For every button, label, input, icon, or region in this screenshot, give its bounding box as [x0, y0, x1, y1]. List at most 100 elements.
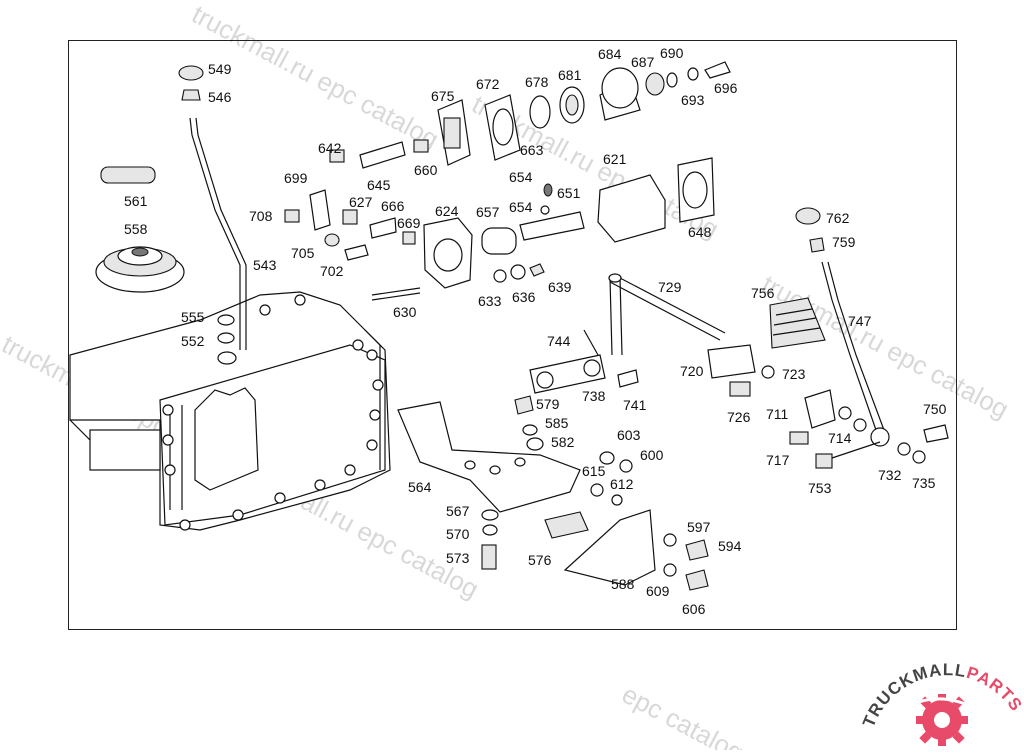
callout-729: 729: [658, 279, 682, 295]
dipstick-543: [178, 65, 247, 365]
callout-756: 756: [751, 285, 775, 301]
callout-573: 573: [446, 550, 470, 566]
callout-579: 579: [536, 396, 560, 412]
callout-750: 750: [923, 401, 947, 417]
housing-bolt: [352, 339, 364, 351]
part-756: [769, 297, 826, 349]
callout-558: 558: [124, 221, 148, 237]
housing-bolt: [366, 349, 378, 361]
callout-669: 669: [397, 215, 421, 231]
callout-585: 585: [545, 415, 569, 431]
callout-651: 651: [557, 185, 581, 201]
callout-594: 594: [718, 538, 742, 554]
callout-747: 747: [848, 313, 872, 329]
housing-bolt: [366, 439, 378, 451]
callout-699: 699: [284, 170, 308, 186]
callout-648: 648: [688, 224, 712, 240]
callout-588: 588: [611, 576, 635, 592]
callout-630: 630: [393, 304, 417, 320]
callout-711: 711: [766, 406, 789, 422]
callout-642: 642: [318, 140, 342, 156]
callout-720: 720: [680, 363, 704, 379]
housing-bolt: [162, 404, 174, 416]
callout-717: 717: [766, 452, 790, 468]
callout-714: 714: [828, 430, 852, 446]
callout-582: 582: [551, 434, 575, 450]
callout-684: 684: [598, 46, 622, 62]
callout-654: 654: [509, 199, 533, 215]
callout-675: 675: [431, 88, 455, 104]
callout-702: 702: [320, 263, 344, 279]
callout-570: 570: [446, 526, 470, 542]
callout-708: 708: [249, 208, 273, 224]
callout-660: 660: [414, 162, 438, 178]
callout-546: 546: [208, 89, 232, 105]
gearbox-housing: [69, 291, 391, 531]
callout-654: 654: [509, 169, 533, 185]
truckmall-logo: TRUCKMALLPARTS: [859, 660, 1024, 746]
callout-600: 600: [640, 447, 664, 463]
callout-738: 738: [582, 388, 606, 404]
callout-705: 705: [291, 245, 315, 261]
callout-657: 657: [476, 204, 500, 220]
callout-597: 597: [687, 519, 711, 535]
callout-606: 606: [682, 601, 706, 617]
callout-678: 678: [525, 74, 549, 90]
callout-666: 666: [381, 198, 405, 214]
diagram-frame: [68, 40, 957, 630]
callout-696: 696: [714, 80, 738, 96]
housing-bolt: [369, 409, 381, 421]
shift-lever-747: [789, 207, 949, 469]
callout-labels: 549 546 561 558 543 555 552 708 705 702 …: [124, 45, 947, 617]
housing-bolt: [259, 304, 271, 316]
callout-612: 612: [610, 476, 634, 492]
callout-672: 672: [476, 76, 500, 92]
callout-753: 753: [808, 480, 832, 496]
callout-624: 624: [435, 203, 459, 219]
callout-627: 627: [349, 194, 373, 210]
housing-bolt: [314, 479, 326, 491]
housing-bolt: [294, 294, 306, 306]
callout-690: 690: [660, 45, 684, 61]
callout-561: 561: [124, 193, 148, 209]
callout-633: 633: [478, 293, 502, 309]
callout-552: 552: [181, 333, 205, 349]
callout-555: 555: [181, 309, 205, 325]
callout-636: 636: [512, 289, 536, 305]
watermark-text: epc catalog: [617, 679, 749, 750]
callout-687: 687: [631, 54, 655, 70]
callout-543: 543: [253, 257, 277, 273]
part-588: [563, 451, 709, 591]
part-729: [608, 273, 775, 397]
housing-bolt: [232, 509, 244, 521]
callout-576: 576: [528, 552, 552, 568]
callout-744: 744: [547, 333, 571, 349]
callout-564: 564: [408, 479, 432, 495]
part-558: [95, 246, 185, 293]
callout-732: 732: [878, 467, 902, 483]
callout-741: 741: [623, 397, 647, 413]
housing-bolt: [164, 464, 176, 476]
callout-735: 735: [912, 475, 936, 491]
callout-726: 726: [727, 409, 751, 425]
part-738: [529, 329, 639, 394]
callout-645: 645: [367, 177, 391, 193]
callout-681: 681: [558, 67, 582, 83]
callout-603: 603: [617, 427, 641, 443]
part-564: [397, 395, 589, 570]
callout-693: 693: [681, 92, 705, 108]
callout-723: 723: [782, 366, 806, 382]
housing-bolt: [372, 379, 384, 391]
callout-759: 759: [832, 234, 856, 250]
callout-663: 663: [520, 142, 544, 158]
housing-bolt: [274, 492, 286, 504]
callout-549: 549: [208, 61, 232, 77]
callout-609: 609: [646, 583, 670, 599]
gear-icon: [907, 694, 979, 746]
housing-bolt: [162, 434, 174, 446]
callout-615: 615: [582, 463, 606, 479]
callout-639: 639: [548, 279, 572, 295]
callout-762: 762: [826, 210, 850, 226]
housing-bolts: [162, 294, 384, 531]
